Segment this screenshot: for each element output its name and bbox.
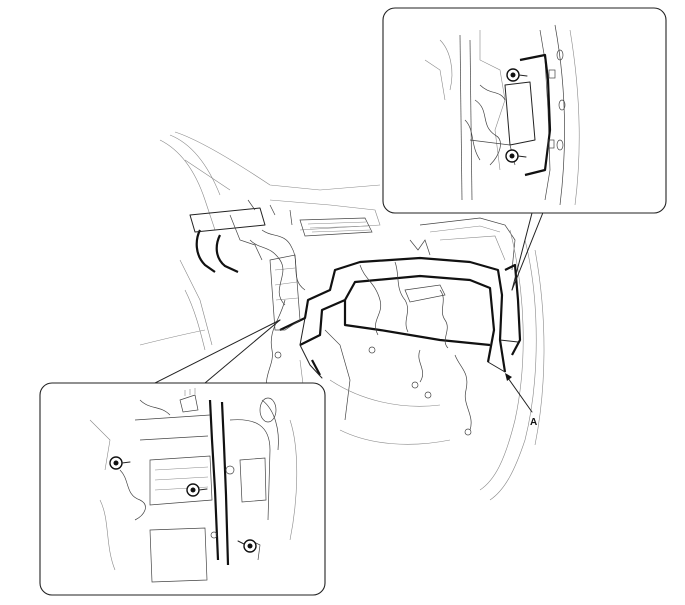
- inset-bottom-left-drawing: [89, 388, 298, 583]
- arrow-icon: [505, 373, 512, 381]
- inset-top-right: [382, 7, 667, 214]
- bolt-icon: [109, 456, 131, 470]
- part-a-label: A: [530, 417, 537, 428]
- inset-bottom-left: [39, 382, 326, 596]
- bolt-icon: [506, 68, 528, 82]
- bolt-icon: [186, 483, 208, 497]
- callout-leaders: [154, 199, 549, 384]
- bolt-icon: [505, 149, 527, 163]
- part-a-callout: A: [505, 373, 537, 428]
- bolt-icon: [237, 539, 257, 553]
- main-view: [139, 131, 545, 501]
